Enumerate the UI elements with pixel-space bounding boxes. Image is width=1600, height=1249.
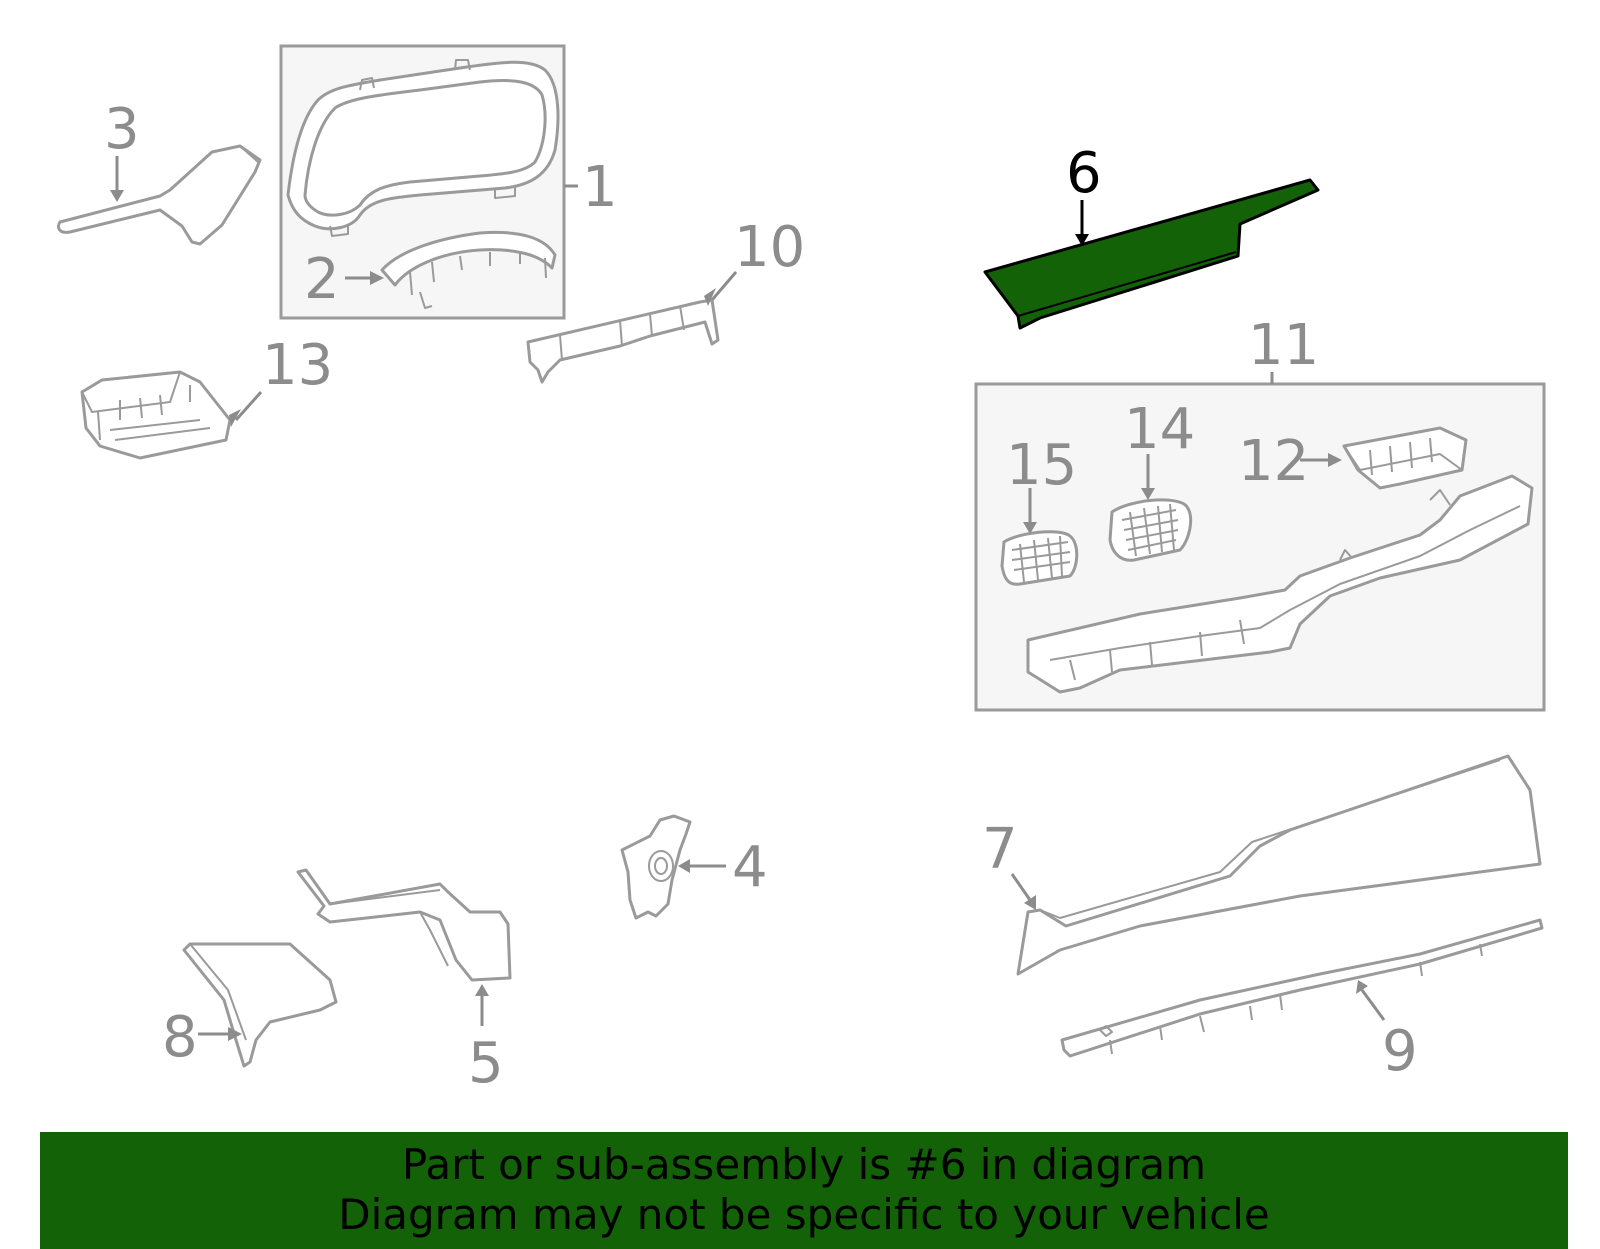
callout-14: 14 xyxy=(1124,397,1195,462)
part-1-cluster-bezel[interactable] xyxy=(286,59,560,237)
part-9-lower-garnish[interactable] xyxy=(1060,918,1544,1058)
callout-2: 2 xyxy=(304,247,340,312)
info-banner: Part or sub-assembly is #6 in diagram Di… xyxy=(40,1132,1568,1249)
part-11-panel[interactable] xyxy=(1026,474,1534,694)
arrowhead-5 xyxy=(475,984,489,996)
part-4-bracket[interactable] xyxy=(620,814,692,920)
arrowhead-13 xyxy=(229,409,241,427)
part-3-trim[interactable] xyxy=(56,144,262,246)
arrowhead-2 xyxy=(370,271,384,285)
arrowhead-14 xyxy=(1141,488,1155,500)
banner-line-2: Diagram may not be specific to your vehi… xyxy=(338,1190,1270,1239)
arrowhead-7 xyxy=(1024,895,1036,910)
arrowhead-8 xyxy=(228,1027,242,1041)
callout-7: 7 xyxy=(982,817,1018,882)
arrowhead-10 xyxy=(704,288,716,306)
arrowhead-4 xyxy=(678,859,690,873)
callout-9: 9 xyxy=(1382,1019,1418,1084)
callout-10: 10 xyxy=(734,215,805,280)
callout-12: 12 xyxy=(1238,429,1309,494)
leader-9 xyxy=(1360,989,1386,1021)
part-10-bracket[interactable] xyxy=(526,298,720,384)
banner-line-1: Part or sub-assembly is #6 in diagram xyxy=(401,1140,1207,1189)
part-6-highlighted[interactable] xyxy=(983,178,1320,330)
leader-10 xyxy=(710,271,738,301)
callout-1: 1 xyxy=(582,155,618,220)
part-15-vent-grille[interactable] xyxy=(1000,530,1079,586)
part-12-vent[interactable] xyxy=(1342,426,1468,490)
callout-3: 3 xyxy=(104,97,140,162)
part-13-vent[interactable] xyxy=(80,370,232,460)
part-8-cover[interactable] xyxy=(182,942,338,1068)
callout-15: 15 xyxy=(1006,433,1077,498)
arrowhead-15 xyxy=(1023,522,1037,534)
leader-13 xyxy=(234,391,263,421)
callout-6: 6 xyxy=(1066,141,1102,206)
callout-13: 13 xyxy=(262,333,333,398)
arrowhead-3 xyxy=(110,190,124,202)
part-7-garnish[interactable] xyxy=(1016,754,1542,976)
callout-8: 8 xyxy=(162,1005,198,1070)
part-2-bezel-lower[interactable] xyxy=(380,230,557,309)
arrowhead-6 xyxy=(1075,234,1089,246)
leader-7 xyxy=(1010,873,1032,901)
callout-11: 11 xyxy=(1248,313,1319,378)
part-5-lower-trim[interactable] xyxy=(296,868,512,982)
callout-4: 4 xyxy=(732,835,768,900)
part-14-vent-grille[interactable] xyxy=(1108,498,1193,562)
callout-5: 5 xyxy=(468,1031,504,1096)
arrowhead-9 xyxy=(1356,980,1368,994)
arrowhead-12 xyxy=(1328,453,1342,467)
